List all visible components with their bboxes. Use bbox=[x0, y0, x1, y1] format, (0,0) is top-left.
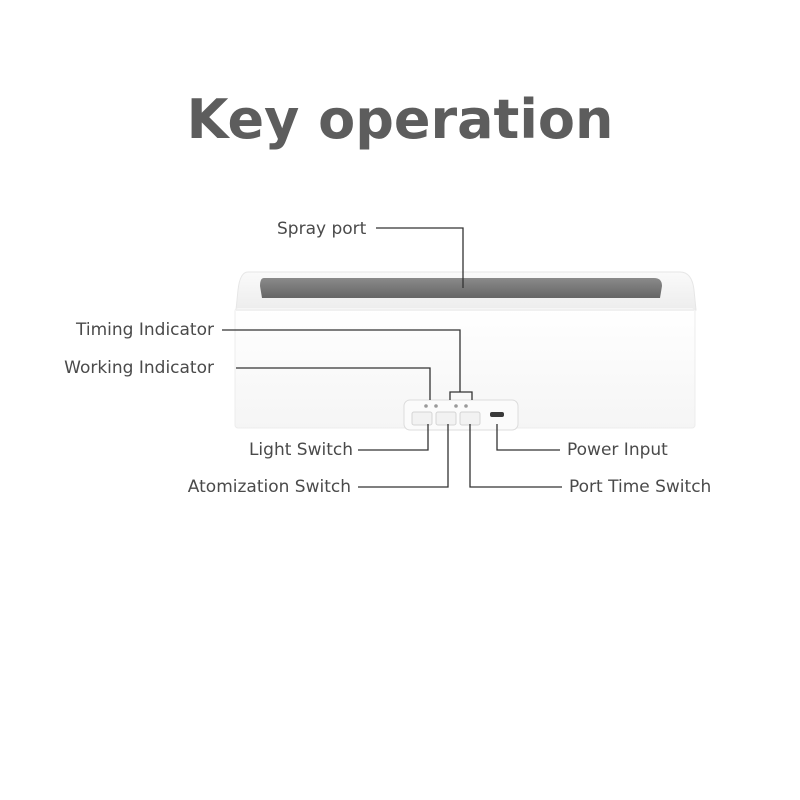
leader-light-switch bbox=[358, 424, 429, 451]
leader-spray-port bbox=[376, 227, 464, 288]
label-power-input: Power Input bbox=[567, 440, 668, 460]
port-time-switch-button[interactable] bbox=[459, 411, 481, 426]
leader-working-indicator bbox=[236, 367, 431, 400]
label-timing-indicator: Timing Indicator bbox=[76, 320, 214, 340]
leader-atomization-switch bbox=[358, 424, 449, 488]
leader-port-time-switch bbox=[469, 424, 562, 488]
label-spray-port: Spray port bbox=[277, 219, 367, 239]
spray-port-slot bbox=[260, 278, 662, 298]
power-input-port[interactable] bbox=[490, 412, 504, 417]
leader-lines bbox=[222, 227, 562, 488]
page-title: Key operation bbox=[186, 88, 614, 151]
label-port-time-switch: Port Time Switch bbox=[569, 477, 712, 497]
timing-indicator-icon bbox=[454, 404, 458, 408]
label-atomization-switch: Atomization Switch bbox=[187, 477, 351, 497]
humidifier-device bbox=[234, 271, 697, 431]
label-light-switch: Light Switch bbox=[248, 440, 353, 460]
working-indicator-icon bbox=[434, 404, 438, 408]
light-switch-button[interactable] bbox=[411, 411, 433, 426]
timer-icon bbox=[464, 404, 468, 408]
leader-timing-indicator bbox=[222, 329, 461, 392]
leader-timing-bracket bbox=[449, 391, 473, 400]
atomization-switch-button[interactable] bbox=[435, 411, 457, 426]
label-working-indicator: Working Indicator bbox=[64, 358, 214, 378]
light-icon bbox=[424, 404, 428, 408]
leader-power-input bbox=[496, 424, 560, 451]
